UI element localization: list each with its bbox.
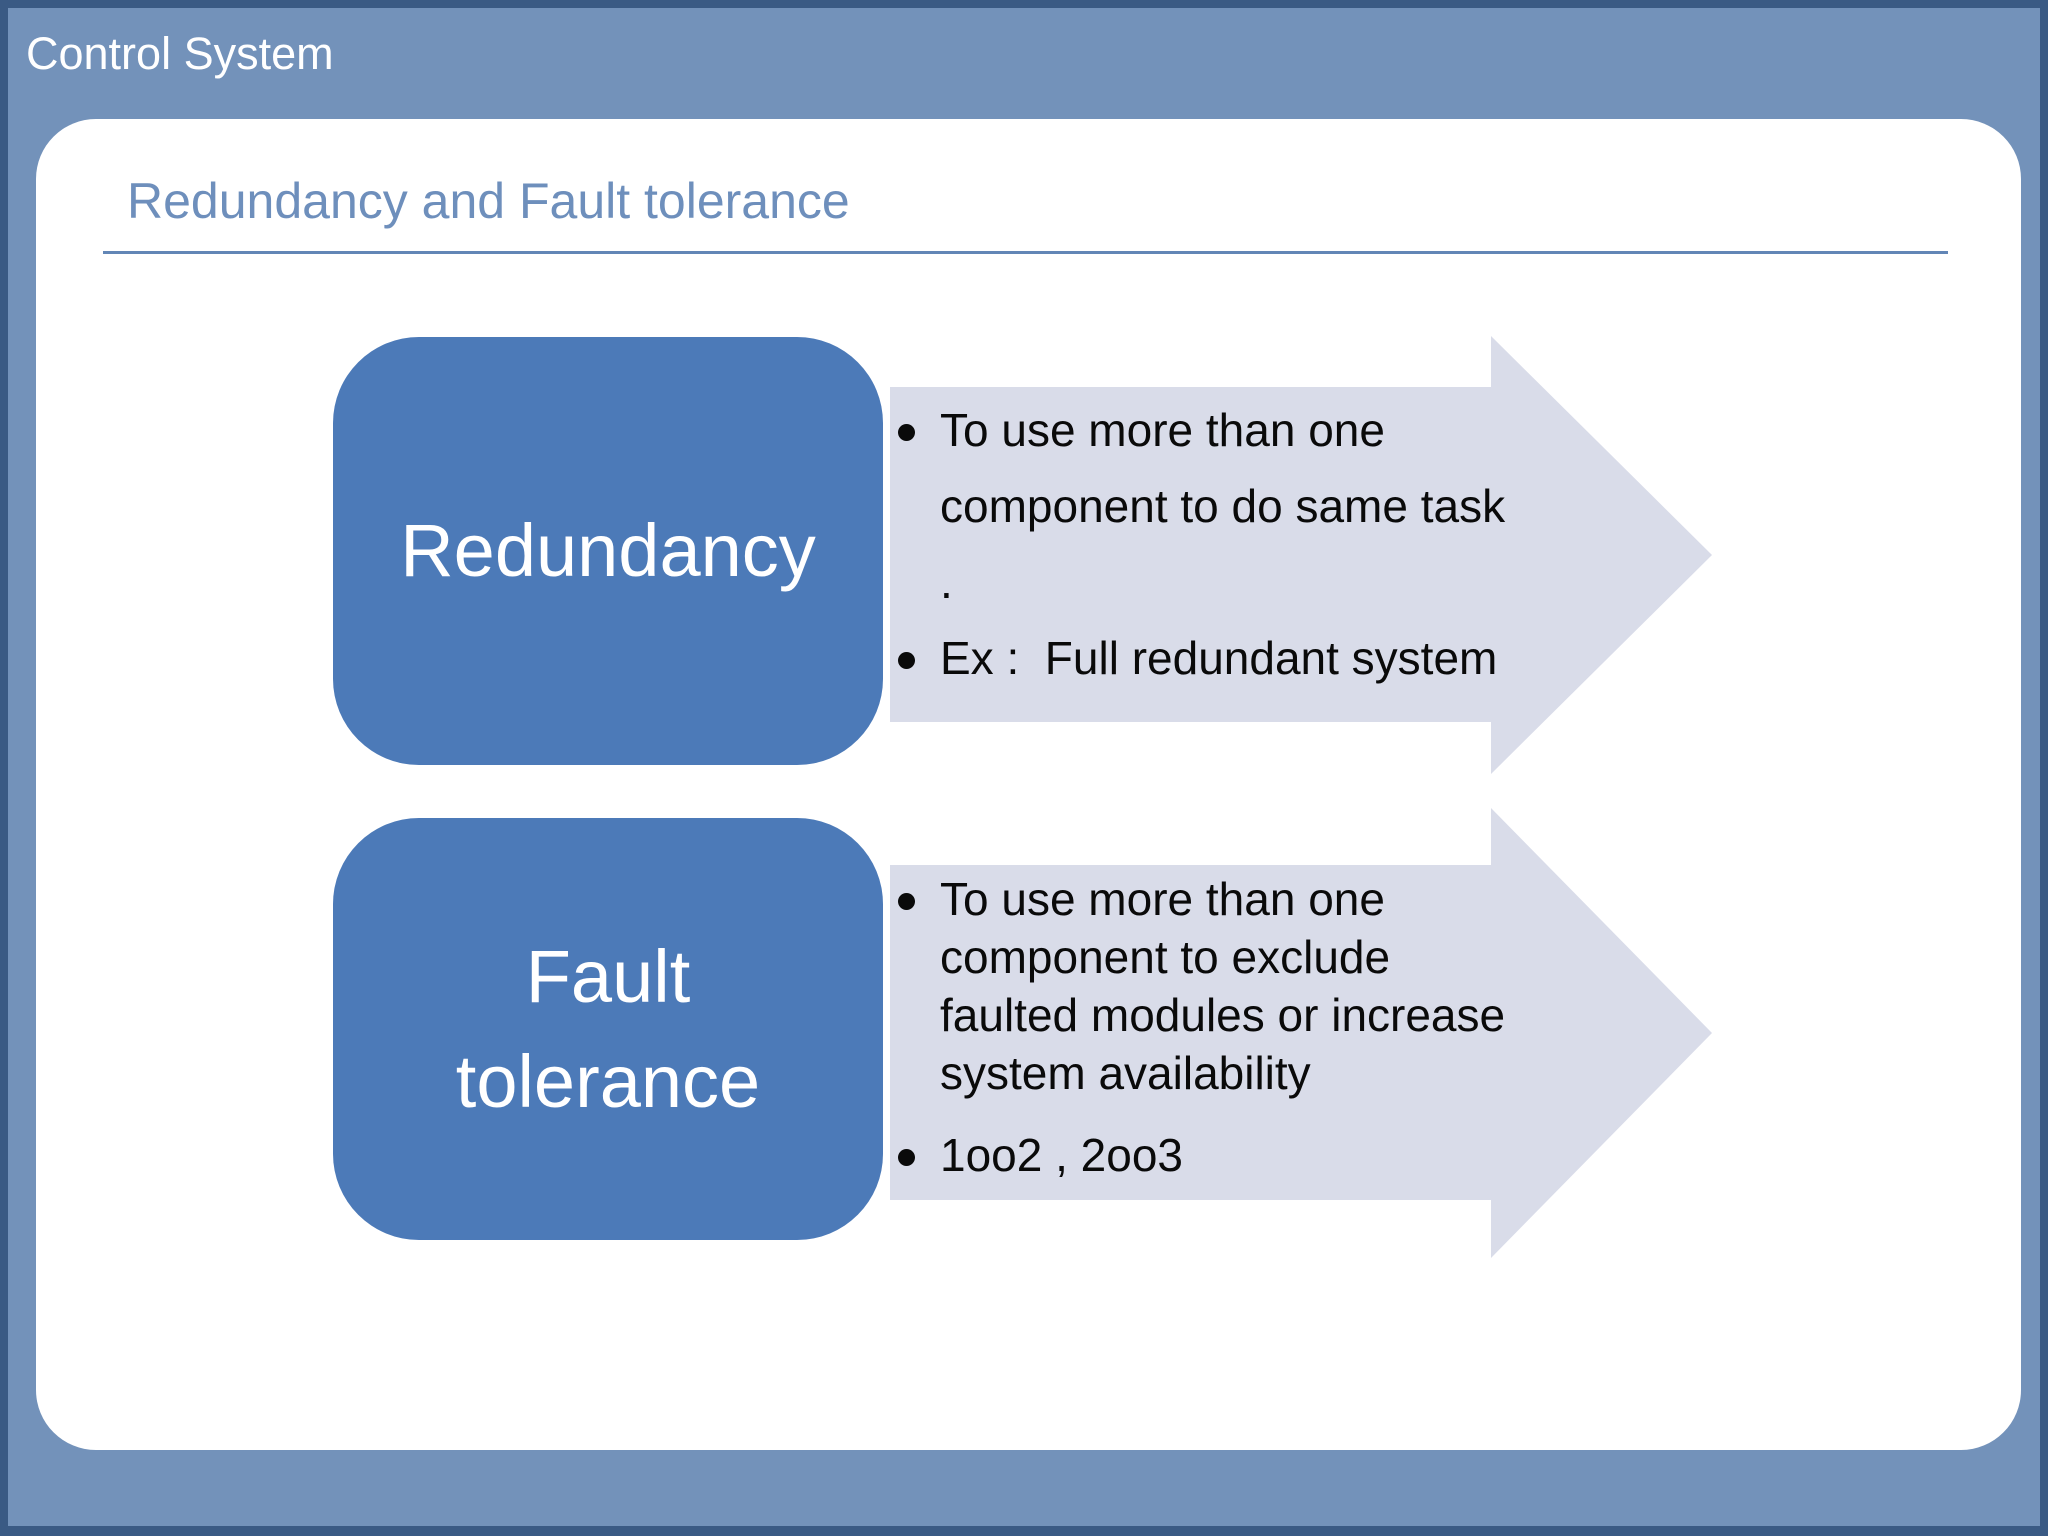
box-label-redundancy: Redundancy [400, 509, 816, 593]
bullet-line: To use more than one [940, 404, 1385, 456]
bullet-dot-icon [898, 870, 940, 1102]
bullet-line: 1oo2 , 2oo3 [940, 1129, 1184, 1181]
diagram-box-redundancy: Redundancy [333, 337, 883, 765]
bullet-dot-icon [898, 392, 940, 620]
content-card [36, 119, 2021, 1450]
box-label-fault-tolerance: Fault tolerance [455, 934, 761, 1123]
bullet-line: To use more than one [940, 873, 1385, 925]
bullet-dot-icon [898, 620, 940, 696]
arrow-body-redundancy [890, 387, 1492, 722]
title-divider [103, 251, 1948, 254]
bullet-text: To use more than one component to exclud… [940, 870, 1638, 1102]
arrow-body-fault-tolerance [890, 865, 1492, 1200]
bullet-item: 1oo2 , 2oo3 [898, 1126, 1638, 1184]
bullet-text: To use more than one component to do sam… [940, 392, 1638, 620]
bullet-item: To use more than one component to exclud… [898, 870, 1638, 1102]
arrow-bullet-list-redundancy: To use more than one component to do sam… [898, 392, 1638, 696]
diagram-box-fault-tolerance: Fault tolerance [333, 818, 883, 1240]
bullet-line: . [940, 556, 953, 608]
presentation-header-title: Control System [26, 28, 334, 79]
bullet-text: Ex : Full redundant system [940, 620, 1638, 696]
bullet-line: faulted modules or increase [940, 989, 1506, 1041]
bullet-line: system availability [940, 1047, 1311, 1099]
bullet-line: Ex : Full redundant system [940, 632, 1498, 684]
arrow-bullet-list-fault-tolerance: To use more than one component to exclud… [898, 870, 1638, 1184]
slide-title: Redundancy and Fault tolerance [127, 173, 850, 229]
bullet-item: To use more than one component to do sam… [898, 392, 1638, 620]
bullet-item: Ex : Full redundant system [898, 620, 1638, 696]
bullet-text: 1oo2 , 2oo3 [940, 1126, 1638, 1184]
bullet-line: component to do same task [940, 480, 1506, 532]
bullet-line: component to exclude [940, 931, 1391, 983]
bullet-dot-icon [898, 1126, 940, 1184]
